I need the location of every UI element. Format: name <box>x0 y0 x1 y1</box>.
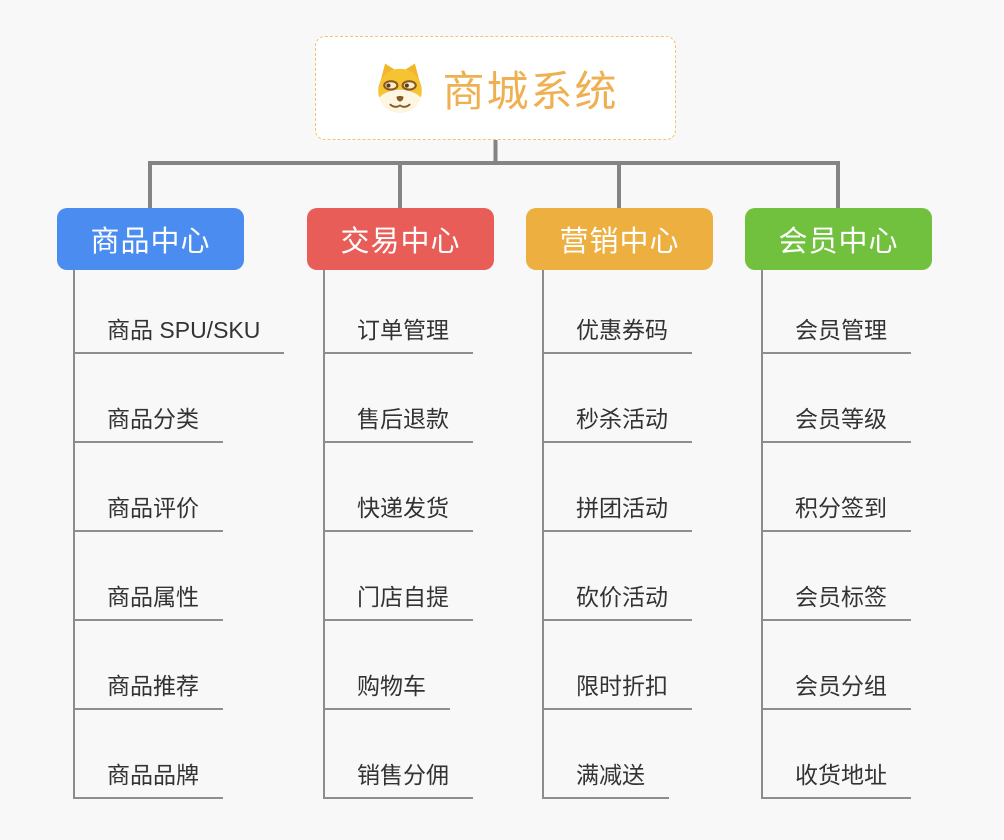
list-item[interactable]: 会员管理 <box>763 270 911 354</box>
item-label[interactable]: 限时折扣 <box>544 667 692 710</box>
list-item[interactable]: 砍价活动 <box>544 532 692 621</box>
item-label[interactable]: 商品品牌 <box>75 756 223 799</box>
item-label[interactable]: 会员等级 <box>763 400 911 443</box>
item-label[interactable]: 购物车 <box>325 667 450 710</box>
list-item[interactable]: 积分签到 <box>763 443 911 532</box>
list-item[interactable]: 拼团活动 <box>544 443 692 532</box>
item-label[interactable]: 秒杀活动 <box>544 400 692 443</box>
branch-items-product: 商品 SPU/SKU 商品分类 商品评价 商品属性 商品推荐 商品品牌 <box>73 270 285 799</box>
item-label[interactable]: 积分签到 <box>763 489 911 532</box>
item-label[interactable]: 商品属性 <box>75 578 223 621</box>
item-label[interactable]: 优惠券码 <box>544 311 692 354</box>
item-label[interactable]: 商品分类 <box>75 400 223 443</box>
item-label[interactable]: 商品推荐 <box>75 667 223 710</box>
list-item[interactable]: 商品推荐 <box>75 621 284 710</box>
list-item[interactable]: 商品属性 <box>75 532 284 621</box>
branch-items-marketing: 优惠券码 秒杀活动 拼团活动 砍价活动 限时折扣 满减送 <box>542 270 692 799</box>
list-item[interactable]: 售后退款 <box>325 354 473 443</box>
branch-items-trade: 订单管理 售后退款 快递发货 门店自提 购物车 销售分佣 <box>323 270 473 799</box>
branch-marketing-center: 营销中心 优惠券码 秒杀活动 拼团活动 砍价活动 限时折扣 满减送 <box>526 208 713 799</box>
list-item[interactable]: 会员等级 <box>763 354 911 443</box>
list-item[interactable]: 限时折扣 <box>544 621 692 710</box>
branch-trade-center: 交易中心 订单管理 售后退款 快递发货 门店自提 购物车 销售分佣 <box>307 208 494 799</box>
branch-member-center: 会员中心 会员管理 会员等级 积分签到 会员标签 会员分组 收货地址 <box>745 208 932 799</box>
item-label[interactable]: 拼团活动 <box>544 489 692 532</box>
item-label[interactable]: 砍价活动 <box>544 578 692 621</box>
list-item[interactable]: 销售分佣 <box>325 710 473 799</box>
item-label[interactable]: 商品 SPU/SKU <box>75 311 285 354</box>
branch-header-product[interactable]: 商品中心 <box>57 208 244 270</box>
item-label[interactable]: 订单管理 <box>325 311 473 354</box>
list-item[interactable]: 满减送 <box>544 710 692 799</box>
root-title: 商城系统 <box>442 67 619 115</box>
list-item[interactable]: 快递发货 <box>325 443 473 532</box>
list-item[interactable]: 秒杀活动 <box>544 354 692 443</box>
list-item[interactable]: 会员分组 <box>763 621 911 710</box>
item-label[interactable]: 销售分佣 <box>325 756 473 799</box>
branch-header-marketing[interactable]: 营销中心 <box>526 208 713 270</box>
branch-header-trade[interactable]: 交易中心 <box>307 208 494 270</box>
list-item[interactable]: 优惠券码 <box>544 270 692 354</box>
item-label[interactable]: 会员管理 <box>763 311 911 354</box>
item-label[interactable]: 快递发货 <box>325 489 473 532</box>
item-label[interactable]: 售后退款 <box>325 400 473 443</box>
root-node[interactable]: 商城系统 <box>315 36 676 140</box>
item-label[interactable]: 门店自提 <box>325 578 473 621</box>
item-label[interactable]: 会员标签 <box>763 578 911 621</box>
list-item[interactable]: 门店自提 <box>325 532 473 621</box>
item-label[interactable]: 收货地址 <box>763 756 911 799</box>
item-label[interactable]: 满减送 <box>544 756 669 799</box>
list-item[interactable]: 商品评价 <box>75 443 284 532</box>
list-item[interactable]: 商品分类 <box>75 354 284 443</box>
list-item[interactable]: 商品 SPU/SKU <box>75 270 285 354</box>
branch-header-member[interactable]: 会员中心 <box>745 208 932 270</box>
list-item[interactable]: 收货地址 <box>763 710 911 799</box>
branch-items-member: 会员管理 会员等级 积分签到 会员标签 会员分组 收货地址 <box>761 270 911 799</box>
item-label[interactable]: 会员分组 <box>763 667 911 710</box>
list-item[interactable]: 订单管理 <box>325 270 473 354</box>
item-label[interactable]: 商品评价 <box>75 489 223 532</box>
list-item[interactable]: 商品品牌 <box>75 710 284 799</box>
list-item[interactable]: 购物车 <box>325 621 473 710</box>
dog-icon <box>378 63 423 113</box>
branch-product-center: 商品中心 商品 SPU/SKU 商品分类 商品评价 商品属性 商品推荐 商品品牌 <box>57 208 285 799</box>
list-item[interactable]: 会员标签 <box>763 532 911 621</box>
